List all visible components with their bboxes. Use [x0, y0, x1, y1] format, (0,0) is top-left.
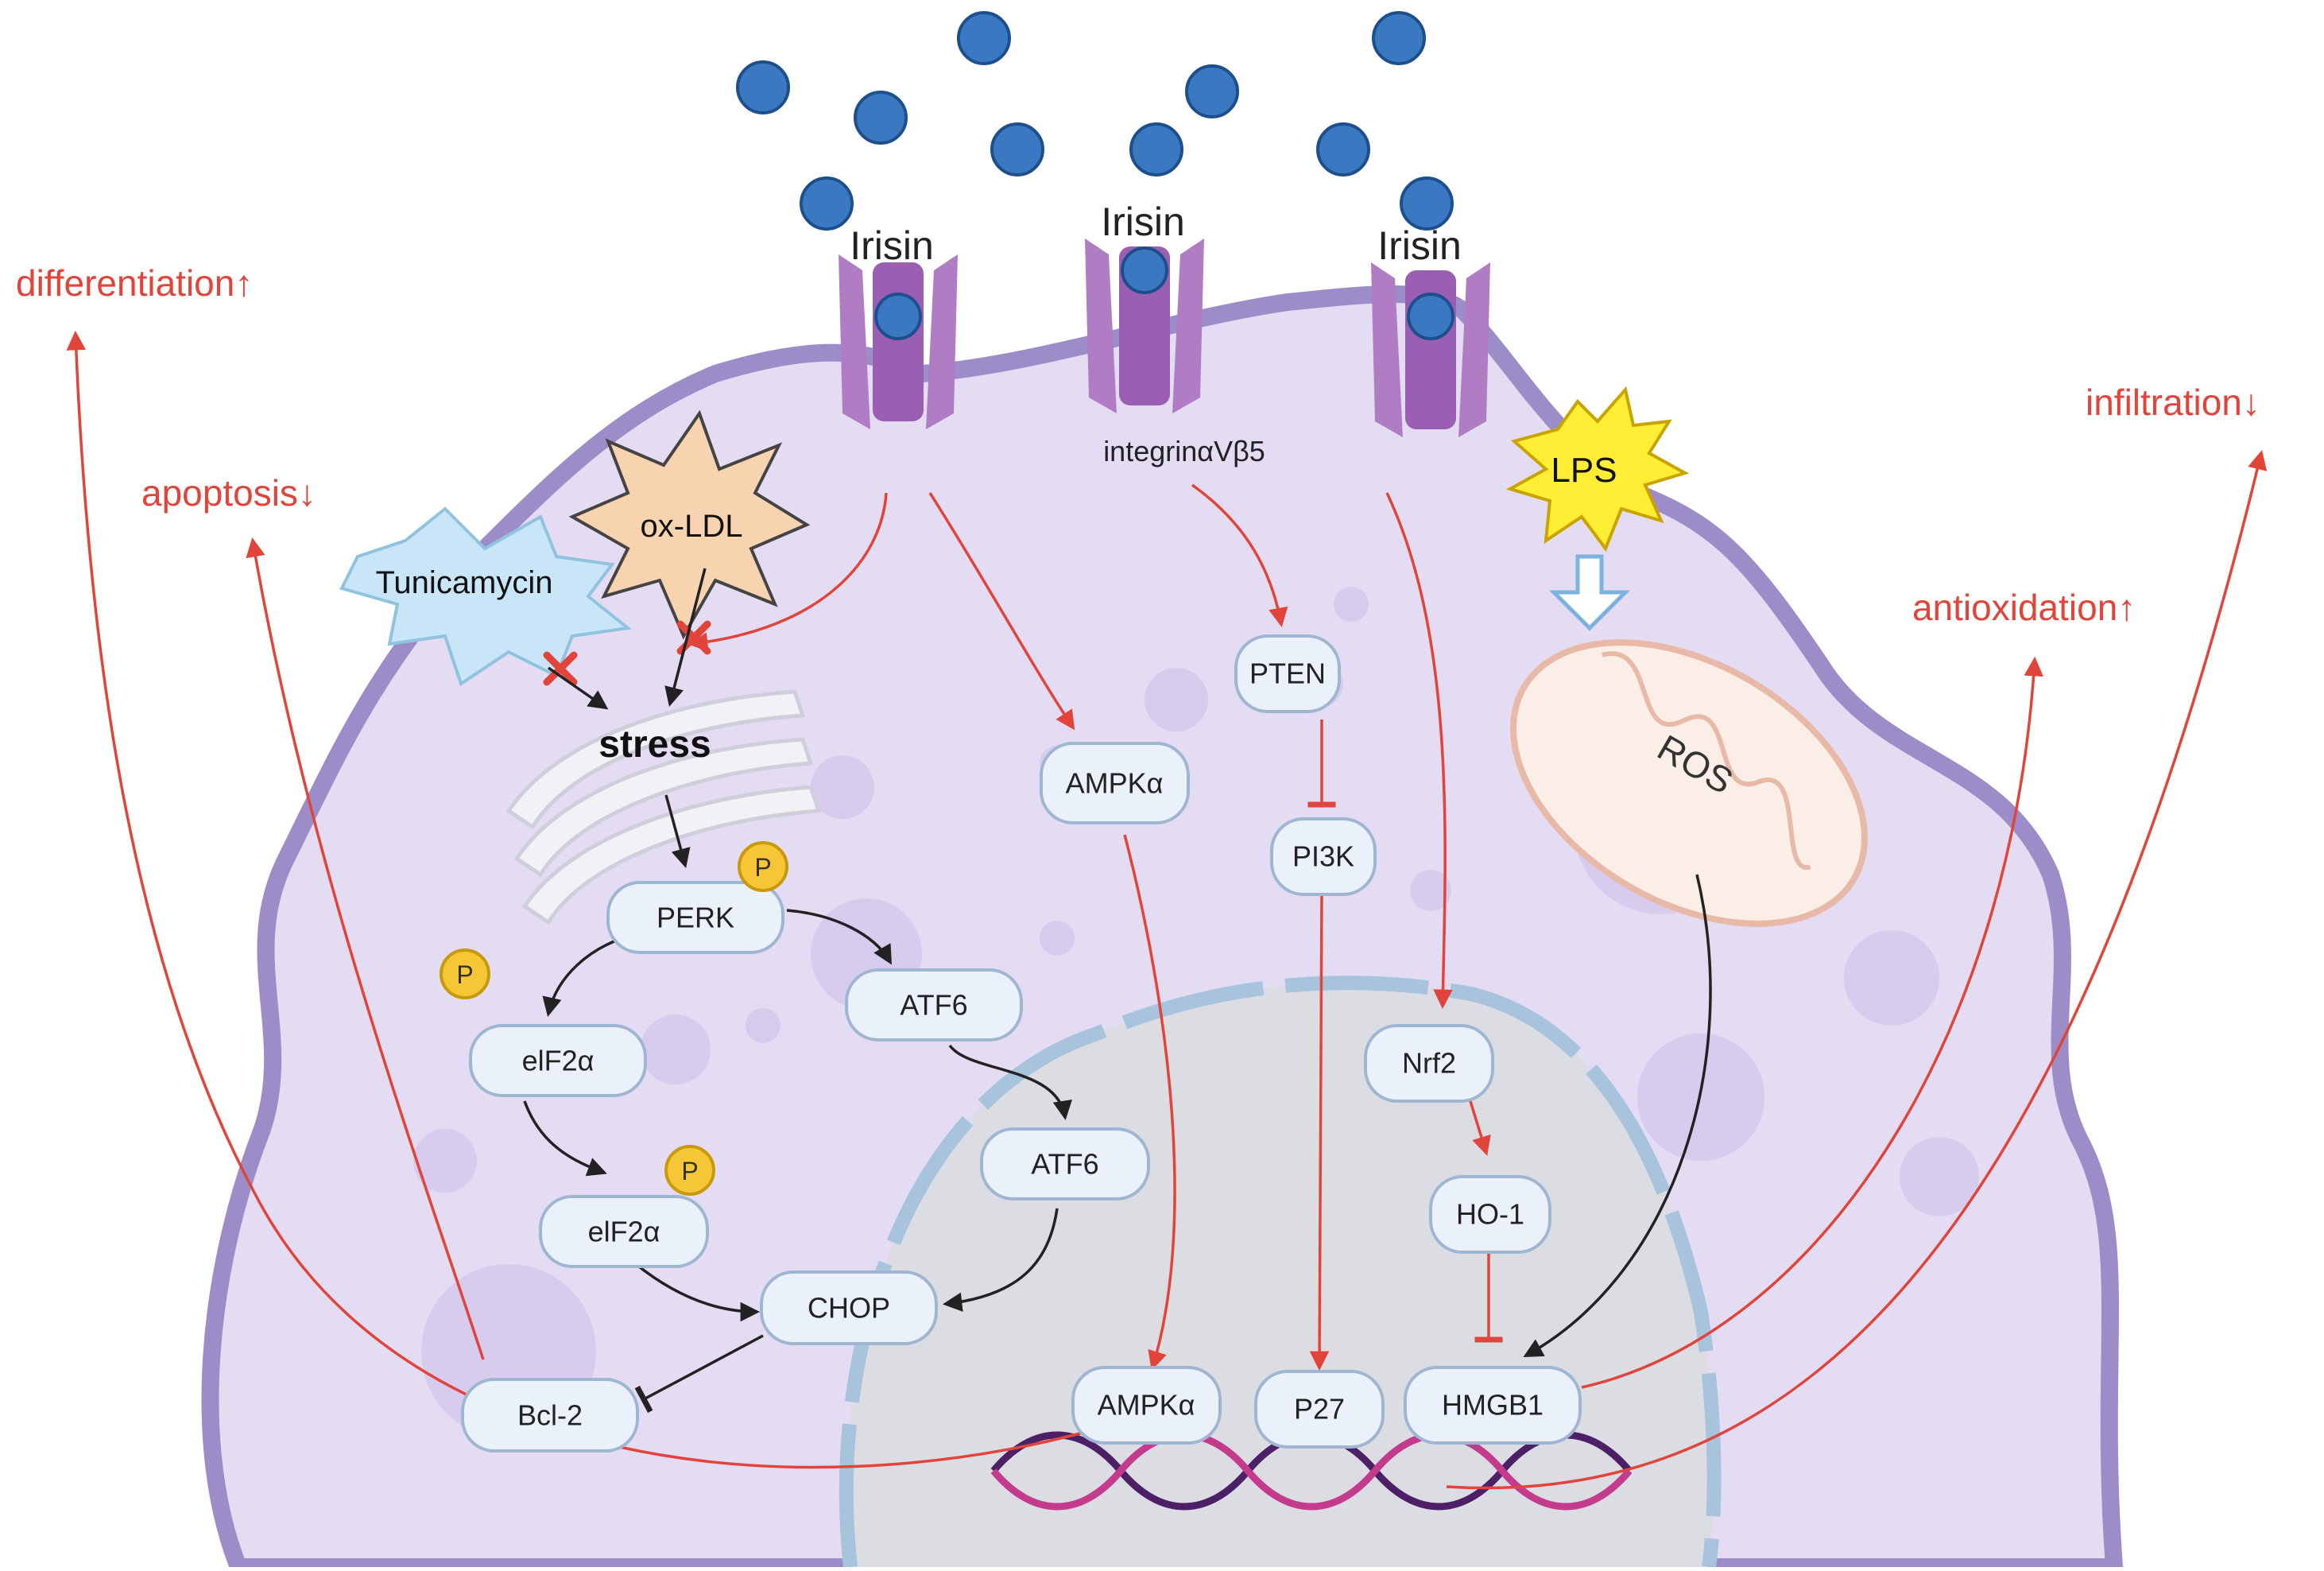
tunicamycin-label: Tunicamycin — [375, 565, 552, 600]
outcome-apoptosis: apoptosis↓ — [141, 472, 316, 514]
svg-text:AMPKα: AMPKα — [1098, 1389, 1195, 1422]
node-p27: P27 — [1254, 1370, 1385, 1449]
node-chop: CHOP — [760, 1270, 938, 1345]
node-pi3k: PI3K — [1270, 817, 1377, 896]
svg-text:Nrf2: Nrf2 — [1402, 1047, 1456, 1080]
node-ampk-cytoplasm: AMPKα — [1040, 742, 1190, 824]
irisin-label-2: Irisin — [1101, 200, 1185, 244]
svg-text:AMPKα: AMPKα — [1066, 767, 1164, 800]
lps-label: LPS — [1551, 451, 1617, 490]
node-eif2a-phospho: elF2α — [539, 1195, 709, 1268]
svg-text:P: P — [754, 853, 771, 882]
node-atf6-nucleus: ATF6 — [980, 1127, 1150, 1201]
outcome-antioxidation: antioxidation↑ — [1912, 587, 2136, 628]
svg-text:CHOP: CHOP — [808, 1292, 890, 1325]
svg-text:PTEN: PTEN — [1249, 657, 1326, 690]
oxldl-label: ox-LDL — [641, 509, 743, 544]
svg-text:PERK: PERK — [657, 902, 734, 934]
mitochondrion — [1510, 639, 1868, 927]
bound-irisin — [874, 246, 1454, 340]
receptor-label: integrinαVβ5 — [1103, 435, 1265, 467]
svg-text:P: P — [456, 960, 473, 989]
svg-text:P: P — [681, 1157, 698, 1185]
svg-text:P27: P27 — [1294, 1393, 1345, 1426]
phospho-mark-eif2a: P — [664, 1145, 715, 1196]
svg-text:HMGB1: HMGB1 — [1442, 1389, 1544, 1422]
svg-text:HO-1: HO-1 — [1456, 1198, 1524, 1231]
node-atf6-cytoplasm: ATF6 — [845, 968, 1023, 1042]
irisin-label-1: Irisin — [850, 223, 934, 268]
irisin-particles — [736, 11, 1454, 231]
node-perk: PERK — [606, 881, 784, 954]
irisin-label-3: Irisin — [1377, 223, 1462, 268]
svg-text:PI3K: PI3K — [1292, 840, 1354, 873]
node-hmgb1: HMGB1 — [1404, 1366, 1582, 1445]
node-bcl2: Bcl-2 — [461, 1378, 639, 1453]
oxldl-burst — [568, 409, 811, 640]
lps-to-ros-arrow — [1548, 554, 1631, 631]
lps-burst — [1505, 386, 1690, 553]
svg-text:elF2α: elF2α — [588, 1216, 660, 1248]
outcome-infiltration: infiltration↓ — [2086, 382, 2260, 423]
node-ho1: HO-1 — [1429, 1175, 1551, 1254]
phospho-mark-free: P — [440, 948, 490, 999]
node-ampk-nucleus: AMPKα — [1071, 1366, 1222, 1445]
outcome-differentiation: differentiation↑ — [16, 262, 253, 304]
phospho-mark-perk: P — [738, 841, 788, 892]
er-stress-label: stress — [598, 723, 711, 766]
tunicamycin-burst — [339, 506, 632, 687]
svg-text:Bcl-2: Bcl-2 — [517, 1399, 583, 1432]
node-pten: PTEN — [1234, 634, 1341, 713]
pathway-arrows — [66, 330, 2268, 1490]
endoplasmic-reticulum — [505, 689, 822, 925]
node-eif2a: elF2α — [469, 1024, 647, 1097]
node-nrf2: Nrf2 — [1364, 1024, 1494, 1103]
svg-text:ATF6: ATF6 — [900, 989, 967, 1022]
svg-text:ATF6: ATF6 — [1031, 1148, 1098, 1181]
svg-text:elF2α: elF2α — [522, 1045, 595, 1077]
